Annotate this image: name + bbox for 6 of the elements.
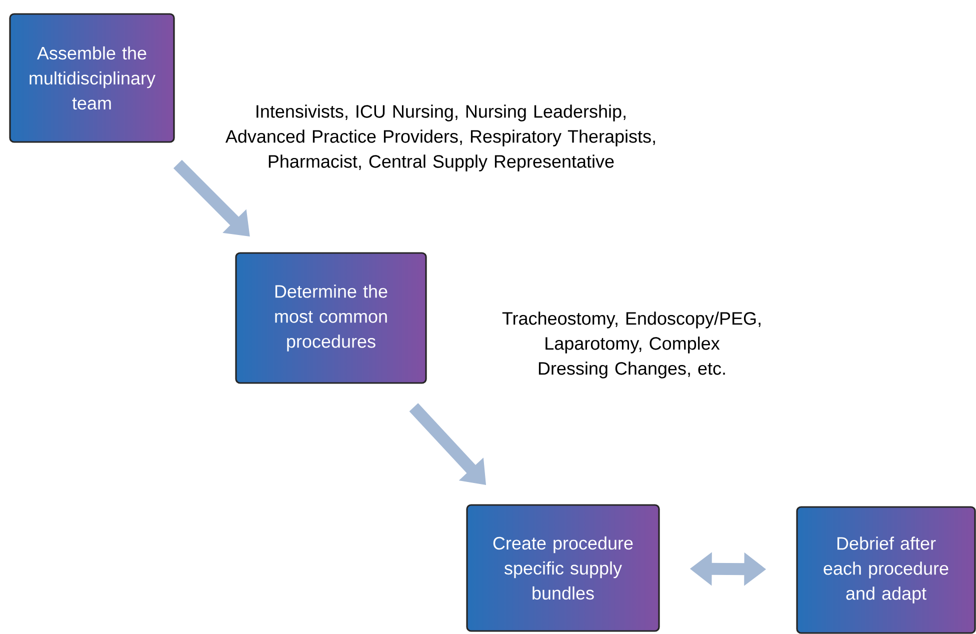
process-box: Debrief after each procedure and adapt [796, 506, 976, 634]
process-box: Assemble the multidisciplinary team [9, 13, 175, 143]
process-box: Create procedure specific supply bundles [466, 504, 660, 632]
description-text: Tracheostomy, Endoscopy/PEG, Laparotomy, Complex Dressing Changes, etc. [502, 312, 760, 378]
description-text: Intensivists, ICU Nursing, Nursing Leadership, Advanced Practice Providers, Respiratory Therapists, Pharmacist, Central Supply Representative [225, 104, 655, 172]
process-box: Determine the most common procedures [235, 252, 427, 384]
